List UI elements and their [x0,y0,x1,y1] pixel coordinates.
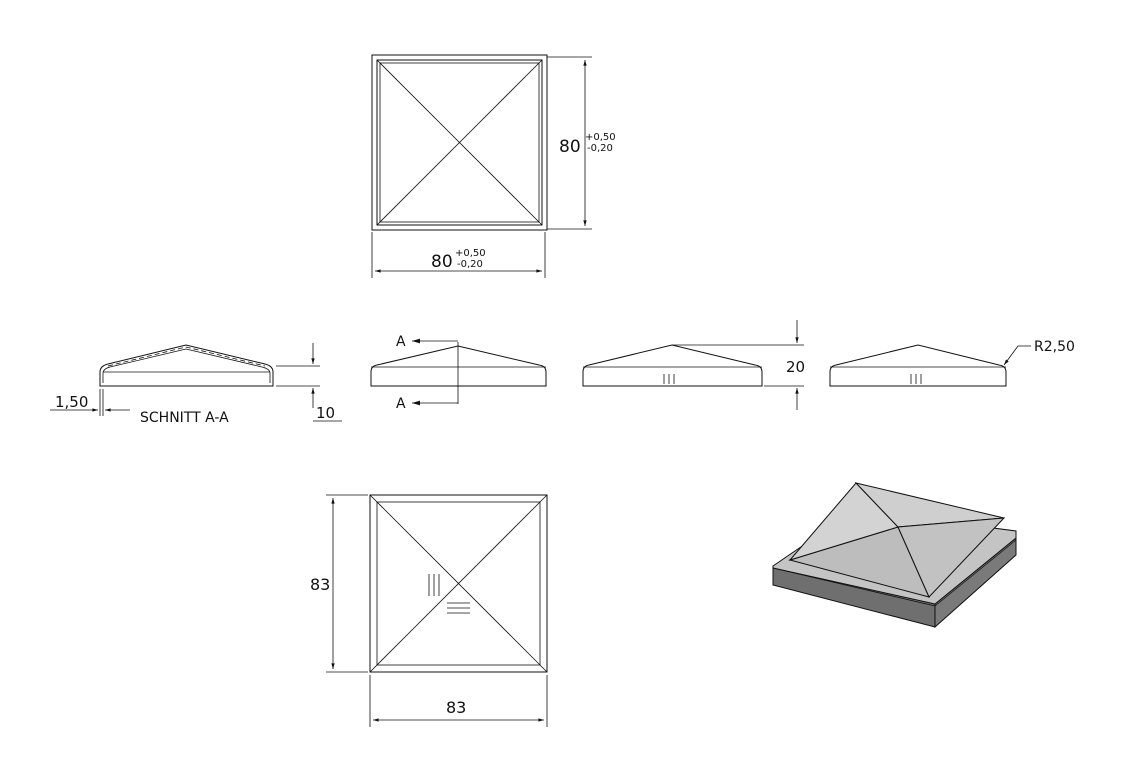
front-view-outline [370,345,547,387]
section-title: SCHNITT A-A [140,410,229,426]
top-view-inner2 [379,62,540,223]
bottom-view-diagonal-2 [369,494,548,673]
isometric-view [772,482,1017,629]
top-view-inner [376,59,543,226]
side-view-weld-mark [663,374,675,384]
top-width-value: 80 [431,252,453,272]
bottom-width-value: 83 [446,698,466,717]
right-view: R2,50 [829,339,1075,387]
top-height-tol-upper: +0,50 [585,132,616,143]
top-view-outer [371,54,548,231]
top-height-value: 80 [559,137,581,157]
top-view-diagonal-2 [376,59,543,226]
iso-edge-2 [934,539,1017,607]
bottom-view-inner [376,501,541,666]
top-height-tol-lower: -0,20 [587,143,613,154]
top-width-tol-lower: -0,20 [457,259,483,270]
bottom-weld-mark-vertical [428,574,440,596]
front-view: A A [370,334,547,412]
side-view-outline [582,344,763,387]
radius-leader [1003,345,1031,366]
top-view: 80 +0,50 -0,20 80 +0,50 -0,20 [371,54,616,278]
cut-label-bottom: A [396,396,406,412]
radius-dim: R2,50 [1034,339,1075,355]
bottom-view-outer [369,494,548,673]
right-view-outline [829,344,1007,387]
section-view: 10 1,50 SCHNITT A-A [50,343,342,426]
section-outline [99,344,274,387]
side-view: 20 [582,320,805,410]
cut-label-top: A [396,334,406,350]
section-height-dim: 10 [316,404,335,422]
section-inner-outline [102,348,271,383]
bottom-weld-mark-horizontal [447,602,470,614]
bottom-view: 83 83 [310,494,548,727]
section-wall-dim: 1,50 [55,393,88,411]
top-width-tol-upper: +0,50 [455,248,486,259]
side-height-dim: 20 [786,358,805,376]
section-roof-hatch [107,346,266,367]
iso-edge [772,567,936,607]
right-view-weld-mark [910,374,922,384]
iso-face-right [897,517,1006,598]
bottom-height-value: 83 [310,575,330,594]
